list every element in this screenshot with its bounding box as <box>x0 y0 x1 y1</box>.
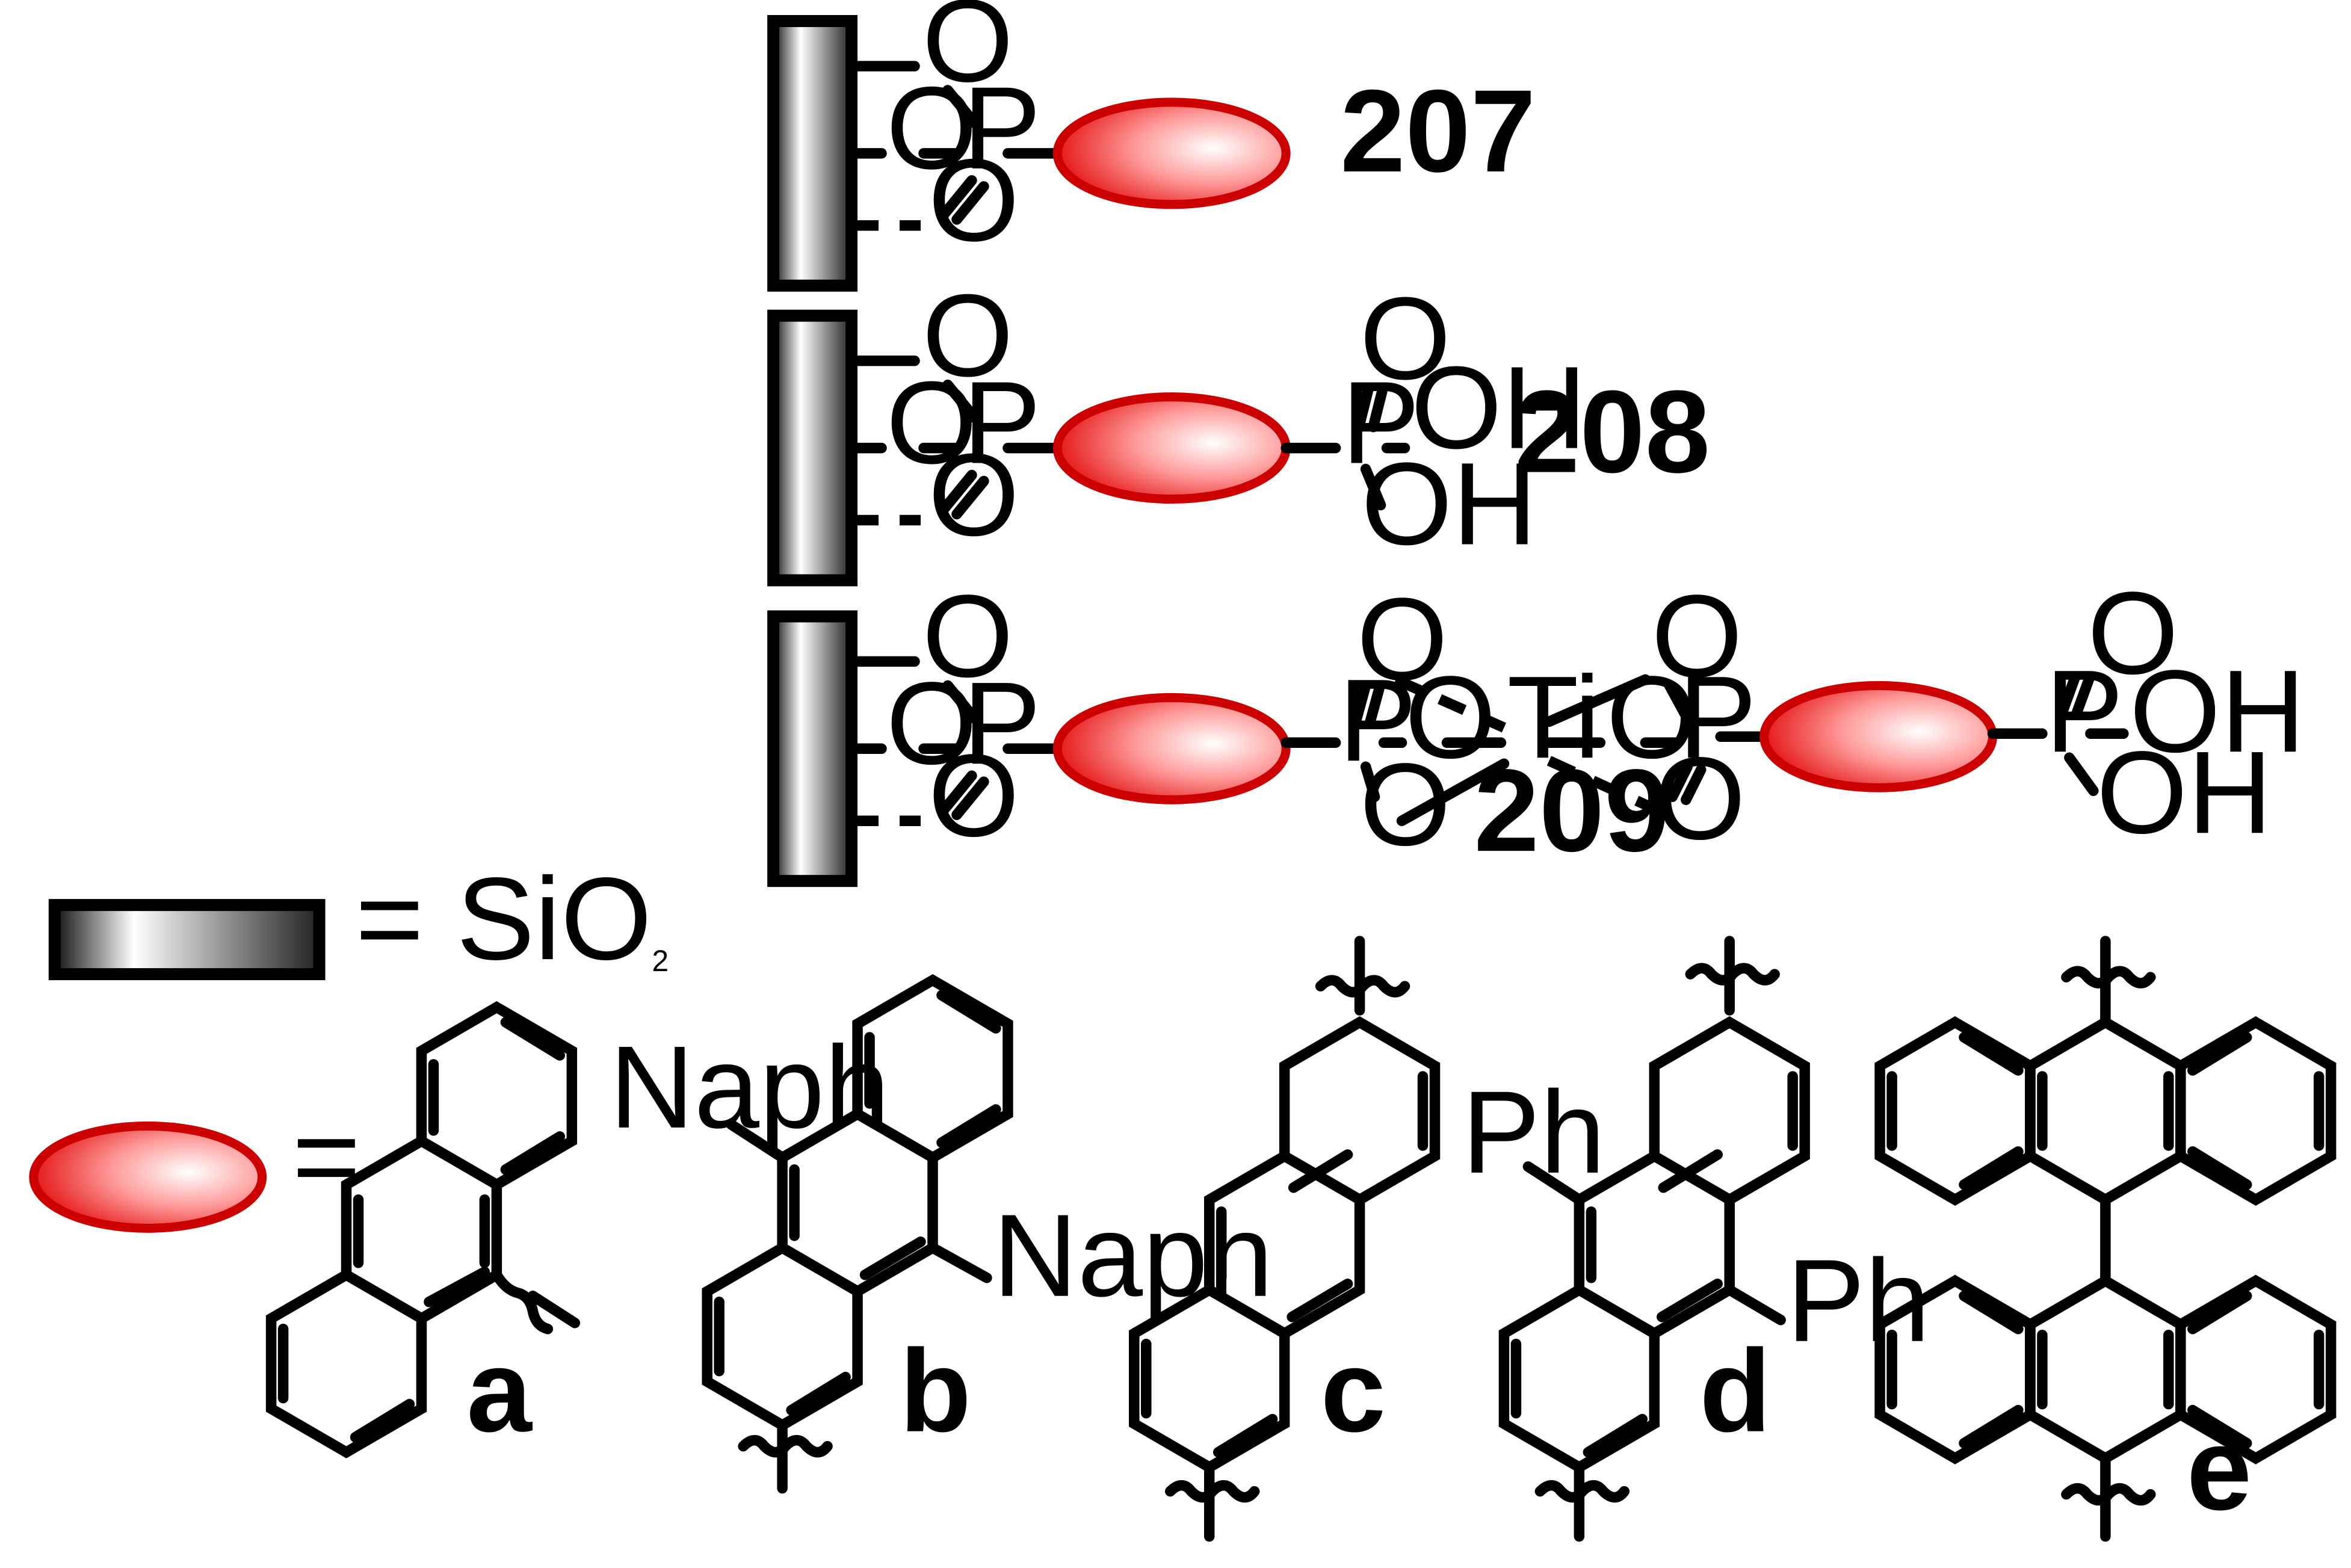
structure-b: Naph Naph b <box>610 974 1273 1494</box>
label-e: e <box>2187 1404 2252 1535</box>
svg-text:P: P <box>1339 655 1417 786</box>
structure-c: c <box>1129 936 1441 1542</box>
silica-anchor-209 <box>773 571 1059 881</box>
label-207: 207 <box>1340 66 1536 197</box>
svg-text:O: O <box>2087 568 2179 699</box>
svg-text:O: O <box>1360 274 1451 404</box>
linker-ellipse-207 <box>1052 97 1291 209</box>
svg-text:OH: OH <box>1361 439 1537 569</box>
compound-207: 207 <box>773 0 1536 286</box>
svg-text:O: O <box>1405 652 1497 783</box>
linker-ellipse-209a <box>1052 693 1291 804</box>
label-a: a <box>466 1326 533 1457</box>
label-c: c <box>1321 1326 1386 1457</box>
structure-d: Ph Ph d <box>1462 936 1930 1542</box>
silica-bar <box>48 899 326 981</box>
svg-text:OH: OH <box>2130 646 2305 777</box>
svg-text:O: O <box>1651 571 1743 702</box>
structure-a: a <box>265 1001 581 1458</box>
svg-text:OH: OH <box>1411 343 1587 474</box>
svg-text:P: P <box>1678 652 1756 783</box>
silica-anchor-208 <box>773 271 1059 581</box>
svg-text:Ph: Ph <box>1462 1067 1605 1198</box>
svg-text:= SiO2: = SiO2 <box>356 854 669 984</box>
linker-ellipse-209b <box>1759 681 1997 792</box>
svg-text:O: O <box>1606 652 1698 783</box>
label-b: b <box>900 1326 971 1457</box>
svg-text:P: P <box>2045 646 2124 777</box>
svg-text:OH: OH <box>2096 727 2272 858</box>
label-208: 208 <box>1515 367 1710 498</box>
structure-e: e <box>1874 936 2337 1542</box>
silica-anchor-207 <box>773 0 1059 286</box>
linker-ellipse-legend <box>29 1121 267 1233</box>
label-209: 209 <box>1474 745 1669 876</box>
legend-linker: = <box>29 1091 360 1233</box>
svg-text:Ph: Ph <box>1787 1236 1930 1366</box>
svg-text:Naph: Naph <box>610 1022 890 1153</box>
compound-209: P O O O Ti O O P O P O OH OH 209 <box>773 568 2305 881</box>
linker-ellipse-208 <box>1052 392 1291 504</box>
legend-silica: = SiO2 <box>48 854 669 984</box>
svg-text:O: O <box>1654 733 1746 864</box>
compound-208: P O OH OH 208 <box>773 271 1710 581</box>
label-d: d <box>1699 1326 1771 1457</box>
